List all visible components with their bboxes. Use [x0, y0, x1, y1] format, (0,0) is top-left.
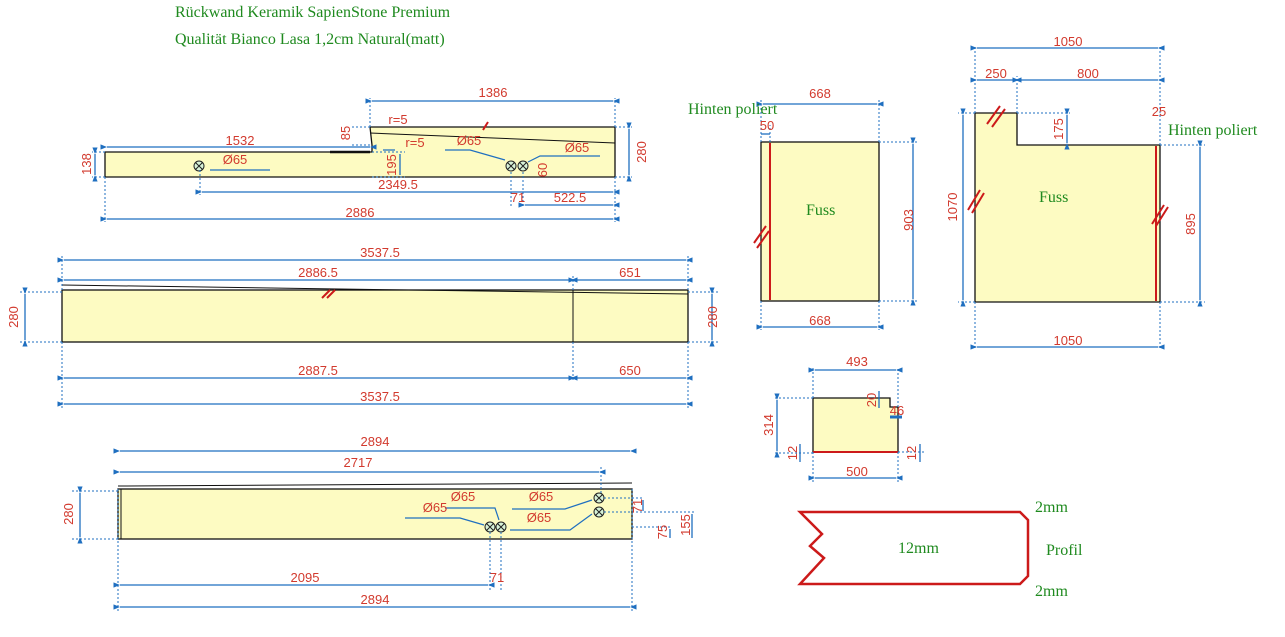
dim: 60: [535, 163, 550, 177]
dim: 280: [634, 141, 649, 163]
dim: 2887.5: [298, 363, 338, 378]
dim: 12: [785, 446, 800, 460]
hole-label: Ø65: [527, 510, 552, 525]
dim: 1050: [1054, 34, 1083, 49]
thickness-label: 12mm: [898, 540, 939, 557]
dim: 1050: [1054, 333, 1083, 348]
dim: 3537.5: [360, 245, 400, 260]
dim: 12: [904, 446, 919, 460]
profile-label: Profil: [1046, 542, 1083, 559]
dim: 2886: [346, 205, 375, 220]
dim: 2894: [361, 592, 390, 607]
chamfer-top-label: 2mm: [1035, 499, 1068, 516]
dim: 2717: [344, 455, 373, 470]
dim: 280: [705, 306, 720, 328]
hole-label: Ø65: [565, 140, 590, 155]
dim: 280: [61, 503, 76, 525]
hole-cross-icon: [486, 523, 494, 531]
dim: 71: [511, 190, 525, 205]
dim: 314: [761, 414, 776, 436]
dim: 2894: [361, 434, 390, 449]
hole-cross-icon: [497, 523, 505, 531]
dim: 650: [619, 363, 641, 378]
dim: 3537.5: [360, 389, 400, 404]
dim: 2095: [291, 570, 320, 585]
dim: 175: [1051, 118, 1066, 140]
dim: 138: [79, 153, 94, 175]
panel-2: 3537.5 2886.5 651 2887.5 650 3537.5 280 …: [6, 245, 720, 408]
radius-label: r=5: [405, 135, 424, 150]
fuss-panel-2: 1050 250 800 25 175 1070 895 1050 Fuss H…: [945, 34, 1258, 350]
dim: 25: [1152, 104, 1166, 119]
dim: 800: [1077, 66, 1099, 81]
dim: 1386: [479, 85, 508, 100]
title-line2: Qualität Bianco Lasa 1,2cm Natural(matt): [175, 31, 445, 48]
dim: 280: [6, 306, 21, 328]
title-line1: Rückwand Keramik SapienStone Premium: [175, 4, 451, 21]
piece-label: Fuss: [1039, 189, 1068, 206]
chamfer-bottom-label: 2mm: [1035, 583, 1068, 600]
dim: 1532: [226, 133, 255, 148]
dim: 2886.5: [298, 265, 338, 280]
fuss-panel-1: 668 50 903 668 Fuss Hinten poliert: [688, 86, 918, 330]
dim: 75: [655, 525, 670, 539]
dim: 668: [809, 313, 831, 328]
hole-label: Ø65: [451, 489, 476, 504]
dim: 195: [384, 154, 399, 176]
dim: 651: [619, 265, 641, 280]
small-panel: 493 314 20 46 12 12 500: [761, 354, 925, 482]
edge-profile: 12mm 2mm 2mm Profil: [796, 499, 1083, 600]
radius-label: r=5: [388, 112, 407, 127]
hole-label: Ø65: [529, 489, 554, 504]
dim: 2349.5: [378, 177, 418, 192]
dim: 1070: [945, 193, 960, 222]
dim: 668: [809, 86, 831, 101]
dim: 20: [864, 393, 879, 407]
hole-label: Ø65: [457, 133, 482, 148]
dim: 155: [678, 514, 693, 536]
dim: 903: [901, 209, 916, 231]
dim: 493: [846, 354, 868, 369]
hole-cross-icon: [507, 162, 515, 170]
hole-cross-icon: [595, 494, 603, 502]
polished-note: Hinten poliert: [1168, 122, 1258, 139]
dim: 522.5: [554, 190, 587, 205]
dim: 50: [760, 118, 774, 133]
dim: 71: [630, 499, 645, 513]
panel-1: 1386 1532 2349.5 522.5 71 2886 280 138 8…: [79, 85, 649, 222]
hole-cross-icon: [595, 508, 603, 516]
hole-label: Ø65: [423, 500, 448, 515]
hole-label: Ø65: [223, 152, 248, 167]
hole-cross-icon: [195, 162, 203, 170]
dim: 71: [490, 570, 504, 585]
polished-note: Hinten poliert: [688, 101, 778, 118]
dim: 250: [985, 66, 1007, 81]
hole-cross-icon: [519, 162, 527, 170]
dim: 46: [890, 403, 904, 418]
panel-3: 2894 2717 2095 71 2894 280 71 75 155 Ø65…: [61, 434, 695, 612]
dim: 895: [1183, 213, 1198, 235]
dim: 85: [338, 126, 353, 140]
dim: 500: [846, 464, 868, 479]
piece-label: Fuss: [806, 202, 835, 219]
